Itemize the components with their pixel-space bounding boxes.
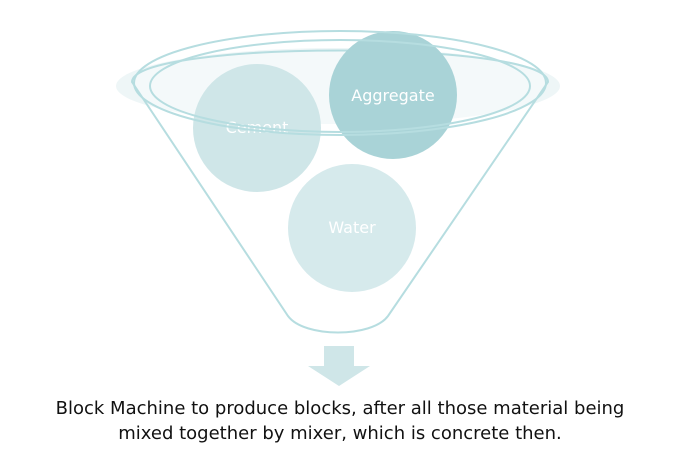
funnel-rim-inner — [149, 39, 531, 133]
water-label: Water — [328, 218, 376, 237]
aggregate-label: Aggregate — [351, 86, 434, 105]
funnel-rim-outer — [133, 30, 547, 136]
caption-line-1: Block Machine to produce blocks, after a… — [55, 398, 625, 419]
ingredient-aggregate: Aggregate — [329, 31, 457, 159]
down-arrow-icon — [308, 346, 370, 386]
ingredient-water: Water — [288, 164, 416, 292]
caption-line-2: mixed together by mixer, which is concre… — [118, 423, 562, 444]
water-circle — [288, 164, 416, 292]
result-caption: Block Machine to produce blocks, after a… — [0, 396, 680, 446]
